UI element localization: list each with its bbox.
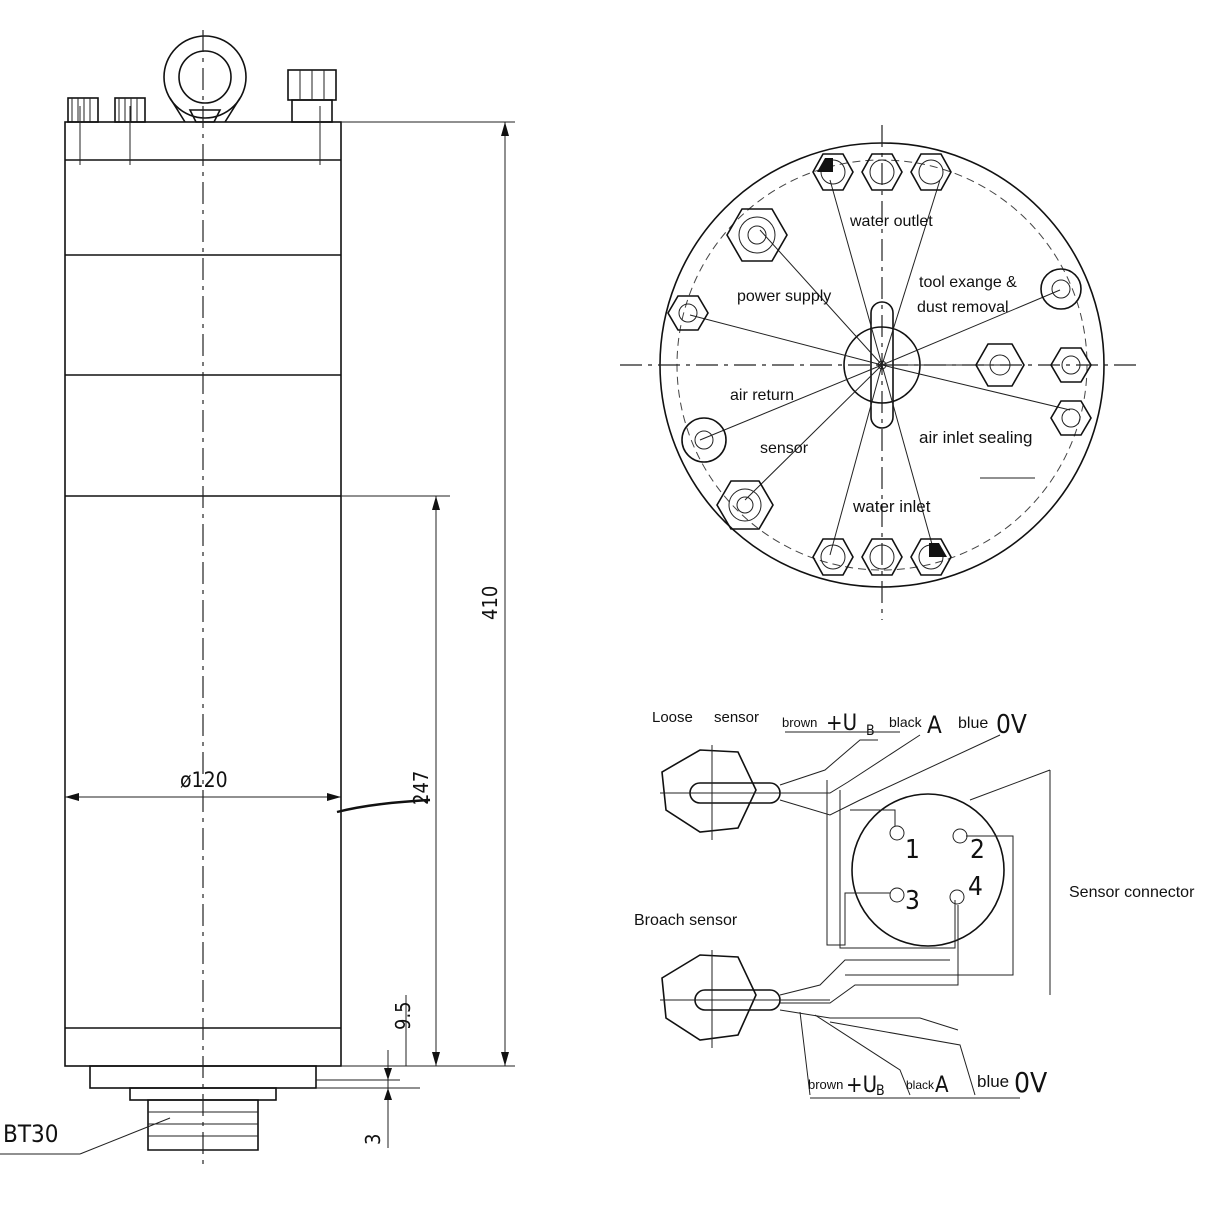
pin-1: 1 — [905, 835, 920, 865]
bottom-brown-label: brown — [808, 1077, 843, 1092]
bottom-blue-sym: 0V — [1014, 1066, 1048, 1099]
bottom-wires — [779, 905, 976, 1096]
dim-diameter-label: ø120 — [180, 768, 228, 792]
top-brown-sub: B — [866, 723, 875, 739]
top-blue-label: blue — [958, 715, 988, 732]
pin-2: 2 — [970, 835, 985, 865]
dimension-247: 247 — [336, 495, 450, 1066]
dim-410-label: 410 — [478, 586, 502, 620]
bottom-blue-label: blue — [977, 1072, 1009, 1091]
fittings — [667, 153, 1092, 576]
label-power-supply: power supply — [737, 288, 831, 305]
bottom-black-label: black — [906, 1078, 935, 1092]
spindle-side-view: 410 247 ø120 9.5 3 — [0, 30, 515, 1168]
dimension-3: 3 — [316, 1050, 400, 1148]
dimension-9-5: 9.5 — [316, 995, 420, 1089]
top-wires — [779, 734, 1014, 976]
label-water-inlet: water inlet — [852, 497, 931, 516]
label-air-inlet-sealing: air inlet sealing — [919, 428, 1032, 447]
label-tool-change-1: tool exange & — [919, 274, 1017, 291]
label-water-outlet: water outlet — [849, 213, 933, 230]
pin-3: 3 — [905, 886, 920, 916]
bottom-brown-sym: +U — [846, 1073, 877, 1098]
sensor-wiring: Loose sensor Broach sensor Sensor connec… — [634, 709, 1195, 1099]
bt30-callout: BT30 — [0, 1117, 171, 1155]
spindle-end-view: water outlet power supply tool exange & … — [620, 125, 1140, 620]
top-brown-label: brown — [782, 715, 817, 730]
bottom-black-sym: A — [935, 1073, 949, 1098]
top-blue-sym: 0V — [996, 710, 1027, 740]
label-air-return: air return — [730, 387, 794, 404]
label-tool-change-2: dust removal — [917, 299, 1009, 316]
bottom-brown-sub: B — [876, 1083, 885, 1099]
label-loose: Loose — [652, 709, 693, 726]
label-sensor: sensor — [760, 440, 809, 457]
dim-9-5-label: 9.5 — [391, 1001, 415, 1030]
label-sensor-connector: Sensor connector — [1069, 884, 1195, 901]
label-broach-sensor: Broach sensor — [634, 912, 738, 929]
dim-3-label: 3 — [361, 1134, 385, 1145]
dimension-diameter: ø120 — [64, 768, 341, 810]
cable-gland-right — [287, 69, 337, 123]
dimension-410: 410 — [341, 121, 515, 1067]
label-loose-sensor: sensor — [714, 709, 759, 726]
top-black-sym: A — [927, 711, 942, 739]
top-black-label: black — [889, 714, 923, 730]
lifting-eye — [163, 35, 247, 123]
pin-4: 4 — [968, 872, 983, 902]
radial-lines — [689, 179, 1071, 556]
bt30-label: BT30 — [3, 1120, 58, 1148]
